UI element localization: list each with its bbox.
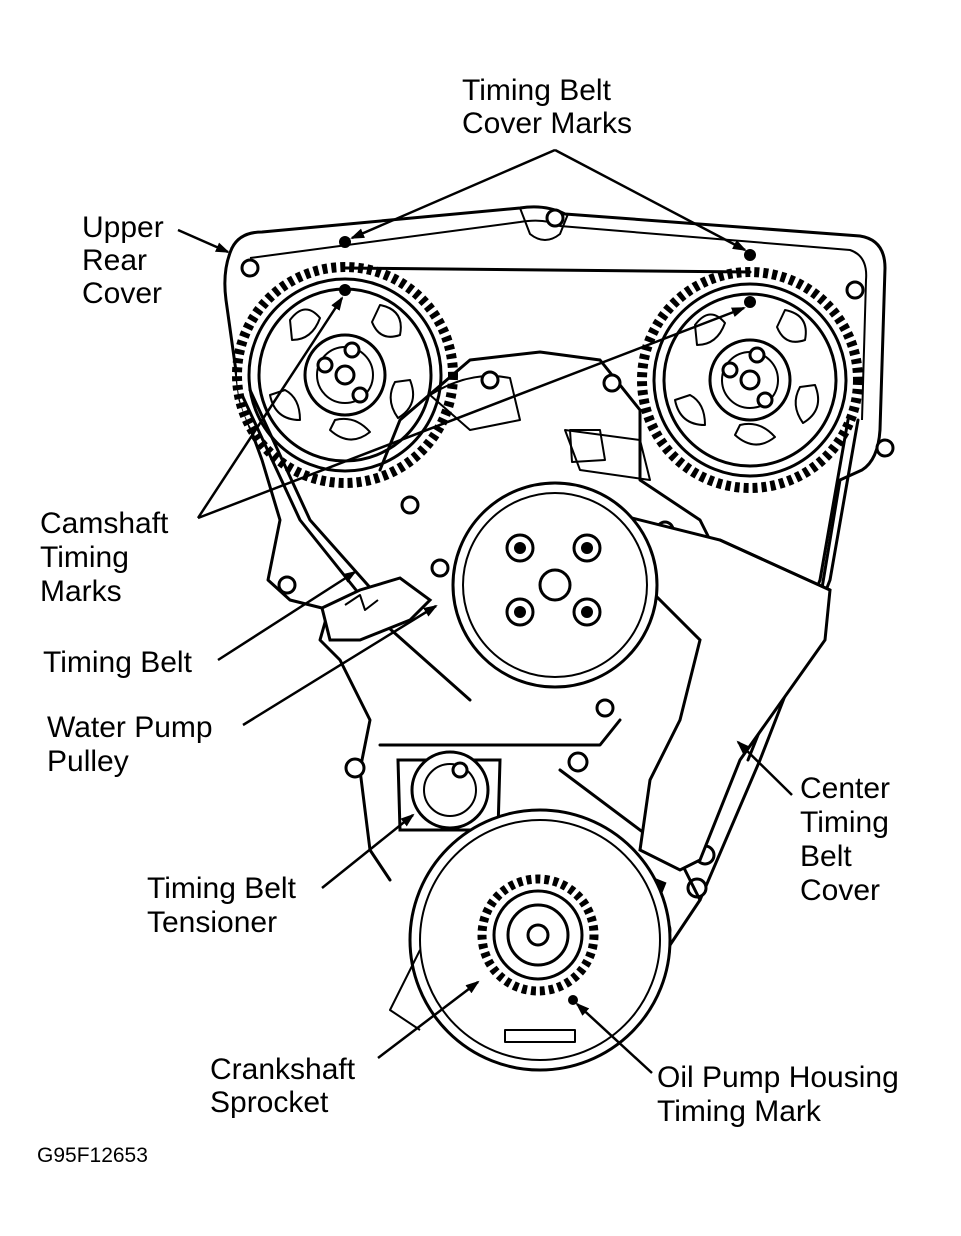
label-center-cover-line4: Cover [800, 874, 880, 907]
label-center-cover-line2: Timing [800, 806, 889, 839]
label-upper-rear-line3: Cover [82, 277, 162, 310]
label-tensioner-line1: Timing Belt [147, 872, 297, 905]
left-cam-timing-mark [339, 284, 351, 296]
label-cam-marks-line3: Marks [40, 575, 122, 608]
label-oil-pump-line2: Timing Mark [657, 1095, 822, 1128]
oil-pump-timing-mark [568, 995, 578, 1005]
cover-timing-mark-left [339, 236, 351, 248]
timing-belt-tensioner [396, 750, 502, 832]
label-water-pump-line1: Water Pump [47, 711, 213, 744]
label-timing-belt: Timing Belt [43, 646, 193, 679]
cover-bolt-hole [545, 208, 565, 228]
label-crank-line2: Sprocket [210, 1086, 329, 1119]
cover-bolt-hole [845, 280, 865, 300]
label-tensioner-line2: Tensioner [147, 906, 277, 939]
callout-labels: Timing Belt Cover Marks Upper Rear Cover… [37, 74, 899, 1167]
label-cover-marks-line1: Timing Belt [462, 74, 612, 107]
right-camshaft-sprocket [637, 267, 863, 493]
cover-bolt-hole [277, 575, 297, 595]
label-cam-marks-line2: Timing [40, 541, 129, 574]
label-oil-pump-line1: Oil Pump Housing [657, 1061, 899, 1094]
leader-lines [177, 148, 793, 1074]
label-center-cover-line3: Belt [800, 840, 852, 873]
label-water-pump-line2: Pulley [47, 745, 129, 778]
label-upper-rear-line1: Upper [82, 211, 164, 244]
water-pump-pulley [451, 481, 659, 689]
label-center-cover-line1: Center [800, 772, 890, 805]
cover-bolt-hole [875, 438, 895, 458]
figure-code: G95F12653 [37, 1144, 148, 1167]
center-timing-belt-cover [555, 497, 832, 872]
upper-rear-cover [223, 205, 895, 832]
label-crank-line1: Crankshaft [210, 1053, 356, 1086]
label-cam-marks-line1: Camshaft [40, 507, 169, 540]
cover-timing-mark-right [744, 249, 756, 261]
label-cover-marks-line2: Cover Marks [462, 107, 632, 140]
crankshaft-sprocket [477, 874, 599, 996]
right-cam-timing-mark [744, 296, 756, 308]
cover-bolt-hole [240, 258, 260, 278]
label-upper-rear-line2: Rear [82, 244, 147, 277]
